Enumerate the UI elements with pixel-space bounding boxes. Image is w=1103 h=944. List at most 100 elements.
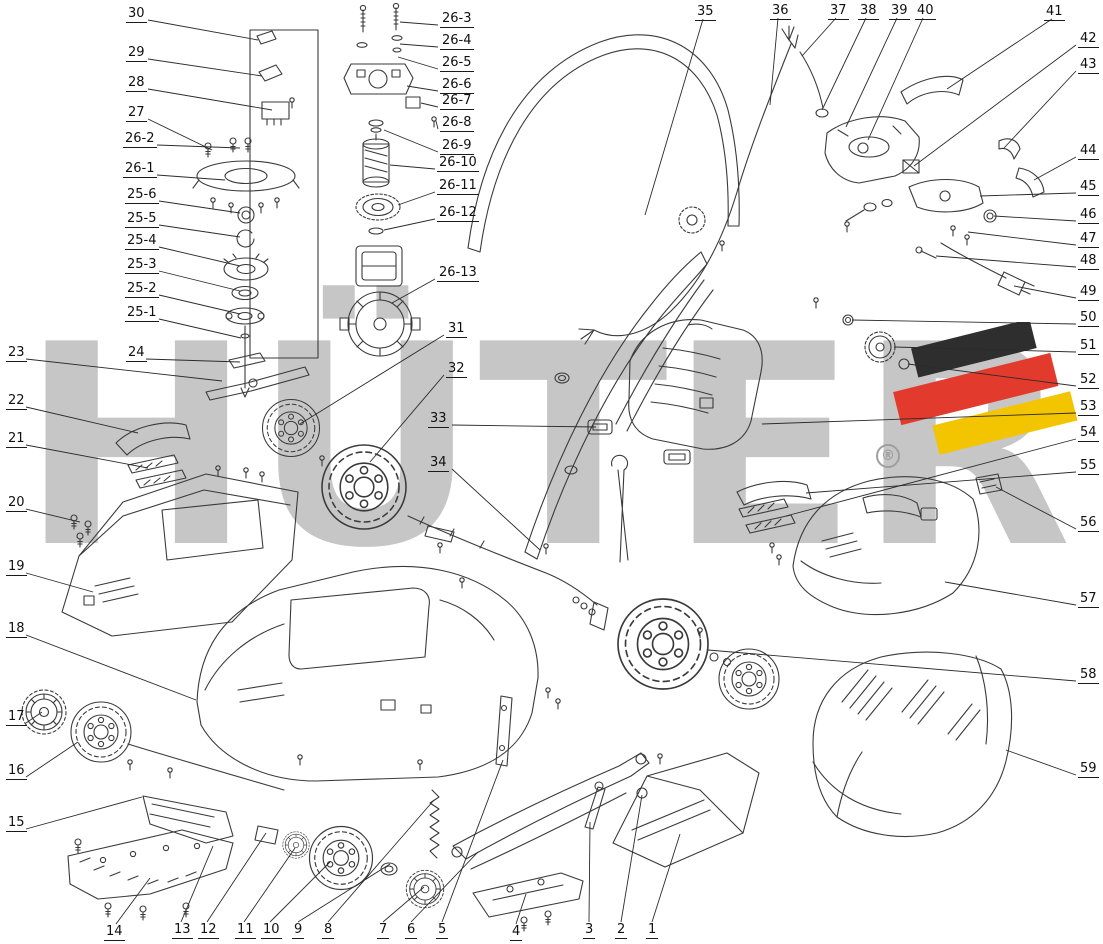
callout-48: 48 [1078,253,1099,270]
flag-stripe-yellow [932,391,1078,455]
callout-36: 36 [770,3,791,20]
rear-wheels [617,598,780,710]
hinge-clips [554,372,691,475]
callout-26-2: 26-2 [123,131,157,148]
callout-15: 15 [6,815,27,832]
callout-59: 59 [1078,761,1099,778]
callout-50: 50 [1078,310,1099,327]
callout-57: 57 [1078,591,1099,608]
callout-26-12: 26-12 [437,205,479,222]
callout-13: 13 [172,922,193,939]
top-cover-parts [204,30,295,158]
callout-32: 32 [446,361,467,378]
assembly-frame-box [249,29,319,359]
callout-19: 19 [6,559,27,576]
callout-35: 35 [695,4,716,21]
flag-stripe-black [911,322,1037,378]
callout-41: 41 [1044,4,1065,21]
callout-39: 39 [889,3,910,20]
callout-26-3: 26-3 [440,11,474,28]
callout-26-10: 26-10 [437,155,479,172]
callout-10: 10 [261,922,282,939]
callout-25-5: 25-5 [125,211,159,228]
height-adjust-rod [407,454,629,631]
callout-27: 27 [126,105,147,122]
power-cable [578,25,824,345]
callout-46: 46 [1078,207,1099,224]
callout-29: 29 [126,45,147,62]
leader-lines [25,17,1077,925]
callout-25-4: 25-4 [125,233,159,250]
callout-26-9: 26-9 [440,138,474,155]
callout-11: 11 [235,922,256,939]
callout-25-6: 25-6 [125,187,159,204]
callout-42: 42 [1078,31,1099,48]
rear-guard [545,687,760,868]
callout-56: 56 [1078,515,1099,532]
callout-47: 47 [1078,231,1099,248]
callout-38: 38 [858,3,879,20]
callout-30: 30 [126,6,147,23]
left-wheel-assembly [21,689,310,859]
motor-shroud [628,319,763,450]
callout-52: 52 [1078,372,1099,389]
callout-45: 45 [1078,179,1099,196]
callout-12: 12 [198,922,219,939]
callout-8: 8 [322,922,335,939]
callout-31: 31 [446,321,467,338]
callout-20: 20 [6,495,27,512]
blade-assembly [205,352,310,401]
callout-23: 23 [6,345,27,362]
callout-26-11: 26-11 [437,178,479,195]
callout-37: 37 [828,3,849,20]
callout-26-1: 26-1 [123,161,157,178]
callout-43: 43 [1078,57,1099,74]
callout-26-7: 26-7 [440,93,474,110]
shaft-stack-parts [223,206,269,398]
grass-catcher [812,651,1013,838]
callout-5: 5 [436,922,449,939]
callout-14: 14 [104,924,125,941]
motor-mount [192,160,300,214]
callout-26-5: 26-5 [440,55,474,72]
callout-58: 58 [1078,667,1099,684]
callout-25-3: 25-3 [125,257,159,274]
callout-17: 17 [6,709,27,726]
switch-assembly [813,75,1045,370]
callout-26-8: 26-8 [440,115,474,132]
callout-26-6: 26-6 [440,77,474,94]
bumper-and-plates [70,422,191,548]
height-lever-assembly [308,695,650,932]
callout-4: 4 [510,924,523,941]
callout-54: 54 [1078,425,1099,442]
callout-26-4: 26-4 [440,33,474,50]
callout-21: 21 [6,431,27,448]
callout-55: 55 [1078,458,1099,475]
callout-24: 24 [126,345,147,362]
armature-stack [339,2,437,357]
callout-25-2: 25-2 [125,281,159,298]
rear-grip-plates [736,480,812,566]
callout-40: 40 [915,3,936,20]
callout-1: 1 [646,922,659,939]
callout-44: 44 [1078,143,1099,160]
callout-6: 6 [405,922,418,939]
callout-3: 3 [583,922,596,939]
callout-7: 7 [377,922,390,939]
callout-18: 18 [6,621,27,638]
registered-trademark-icon: ® [876,444,900,468]
callout-16: 16 [6,763,27,780]
callout-33: 33 [428,411,449,428]
callout-28: 28 [126,75,147,92]
callout-22: 22 [6,393,27,410]
callout-9: 9 [292,922,305,939]
main-deck-body [196,525,549,782]
callout-26-13: 26-13 [437,265,479,282]
deck-top-cover [61,465,299,637]
callout-2: 2 [615,922,628,939]
callout-25-1: 25-1 [125,305,159,322]
callout-34: 34 [428,455,449,472]
